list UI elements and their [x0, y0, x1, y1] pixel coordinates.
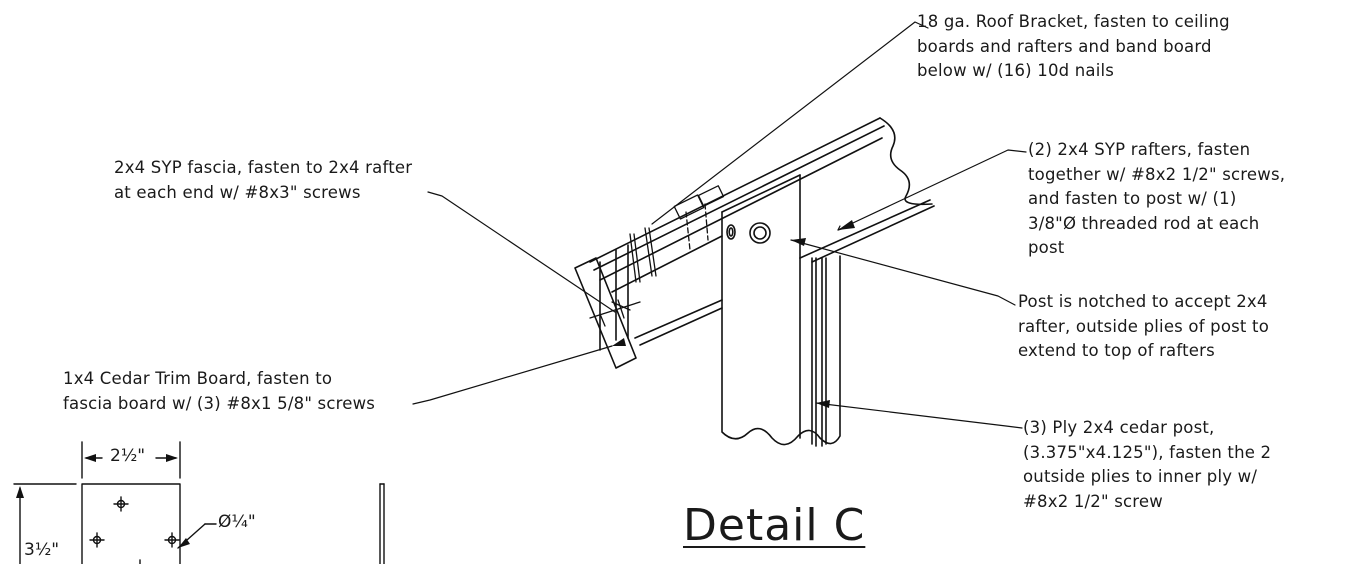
rafters-note: (2) 2x4 SYP rafters, fasten together w/ …: [1028, 140, 1286, 257]
fascia-note: 2x4 SYP fascia, fasten to 2x4 rafter at …: [114, 158, 413, 202]
plate-arrowheads: [16, 454, 190, 548]
roof-bracket-note: 18 ga. Roof Bracket, fasten to ceiling b…: [917, 12, 1230, 80]
fasteners: [589, 185, 725, 327]
arrowheads: [612, 220, 855, 408]
cedar-post: [721, 174, 841, 447]
plate-view: [13, 441, 385, 564]
detail-title: Detail C: [683, 500, 866, 551]
trim-board: [574, 257, 637, 369]
rafters: [589, 117, 935, 351]
plate-width-dimension: 2½": [110, 446, 146, 466]
cedar-post-note: (3) Ply 2x4 cedar post, (3.375"x4.125"),…: [1023, 418, 1272, 511]
leaders: [412, 21, 1027, 429]
threaded-rod: [726, 222, 771, 244]
hole-diameter-dimension: Ø¼": [218, 512, 256, 532]
plate-height-dimension: 3½": [24, 540, 60, 560]
trim-board-note: 1x4 Cedar Trim Board, fasten to fascia b…: [63, 369, 376, 413]
post-notch-note: Post is notched to accept 2x4 rafter, ou…: [1018, 292, 1270, 360]
